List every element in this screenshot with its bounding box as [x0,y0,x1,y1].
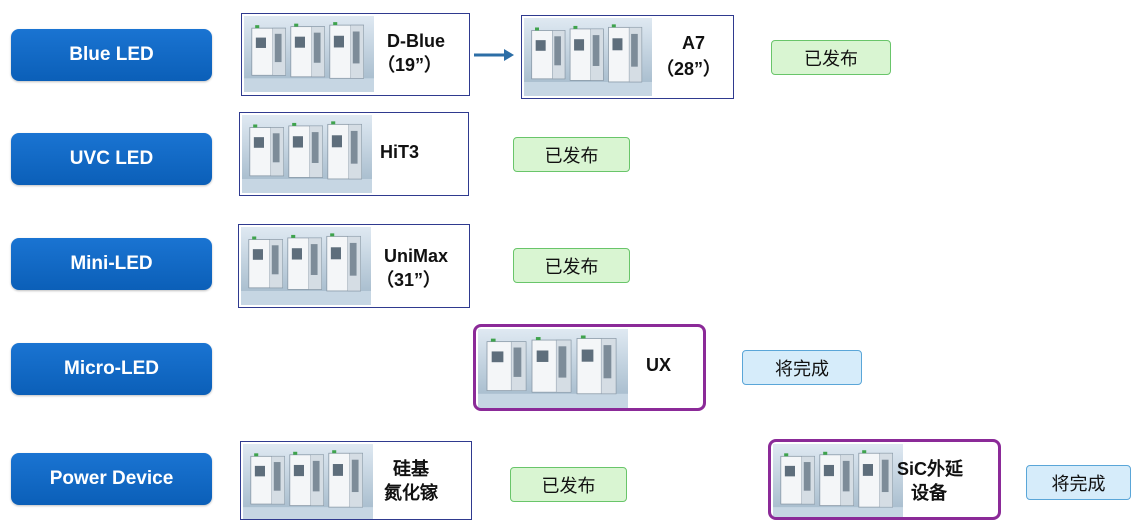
status-badge-released: 已发布 [510,467,627,502]
equipment-image [244,16,374,92]
equipment-name: A7 [682,33,706,53]
status-badge-released: 已发布 [771,40,891,75]
equipment-name-line2: 氮化镓 [384,483,438,503]
equipment-name-line2: 设备 [911,483,947,503]
equipment-card-sic: SiC外延 设备 [768,439,1001,520]
category-mini-led: Mini-LED [11,238,212,290]
category-power-device: Power Device [11,453,212,505]
equipment-card-hit3: HiT3 [239,112,469,196]
equipment-size: （31”） [376,270,442,290]
equipment-card-unimax: UniMax （31”） [238,224,470,308]
equipment-image [241,227,371,305]
status-badge-nearly-done: 将完成 [742,350,862,385]
equipment-image [242,115,372,193]
equipment-image [524,18,652,96]
status-badge-released: 已发布 [513,248,630,283]
equipment-name: HiT3 [380,142,420,162]
status-badge-nearly-done: 将完成 [1026,465,1131,500]
equipment-name: D-Blue [387,31,445,51]
equipment-card-dblue: D-Blue （19”） [241,13,470,96]
equipment-card-ux: UX [473,324,706,411]
category-uvc-led: UVC LED [11,133,212,185]
equipment-card-a7: A7 （28”） [521,15,734,99]
status-badge-released: 已发布 [513,137,630,172]
equipment-image [773,444,903,517]
equipment-size: （28”） [656,59,722,79]
equipment-card-gan: 硅基 氮化镓 [240,441,472,520]
category-blue-led: Blue LED [11,29,212,81]
equipment-name: 硅基 [393,459,429,479]
equipment-name: UniMax [384,246,449,266]
equipment-image [243,444,373,519]
right-arrow-icon [474,49,514,61]
equipment-image [478,329,628,408]
category-micro-led: Micro-LED [11,343,212,395]
equipment-name: SiC外延 [897,459,964,479]
equipment-size: （19”） [377,55,443,75]
equipment-name: UX [646,355,672,375]
